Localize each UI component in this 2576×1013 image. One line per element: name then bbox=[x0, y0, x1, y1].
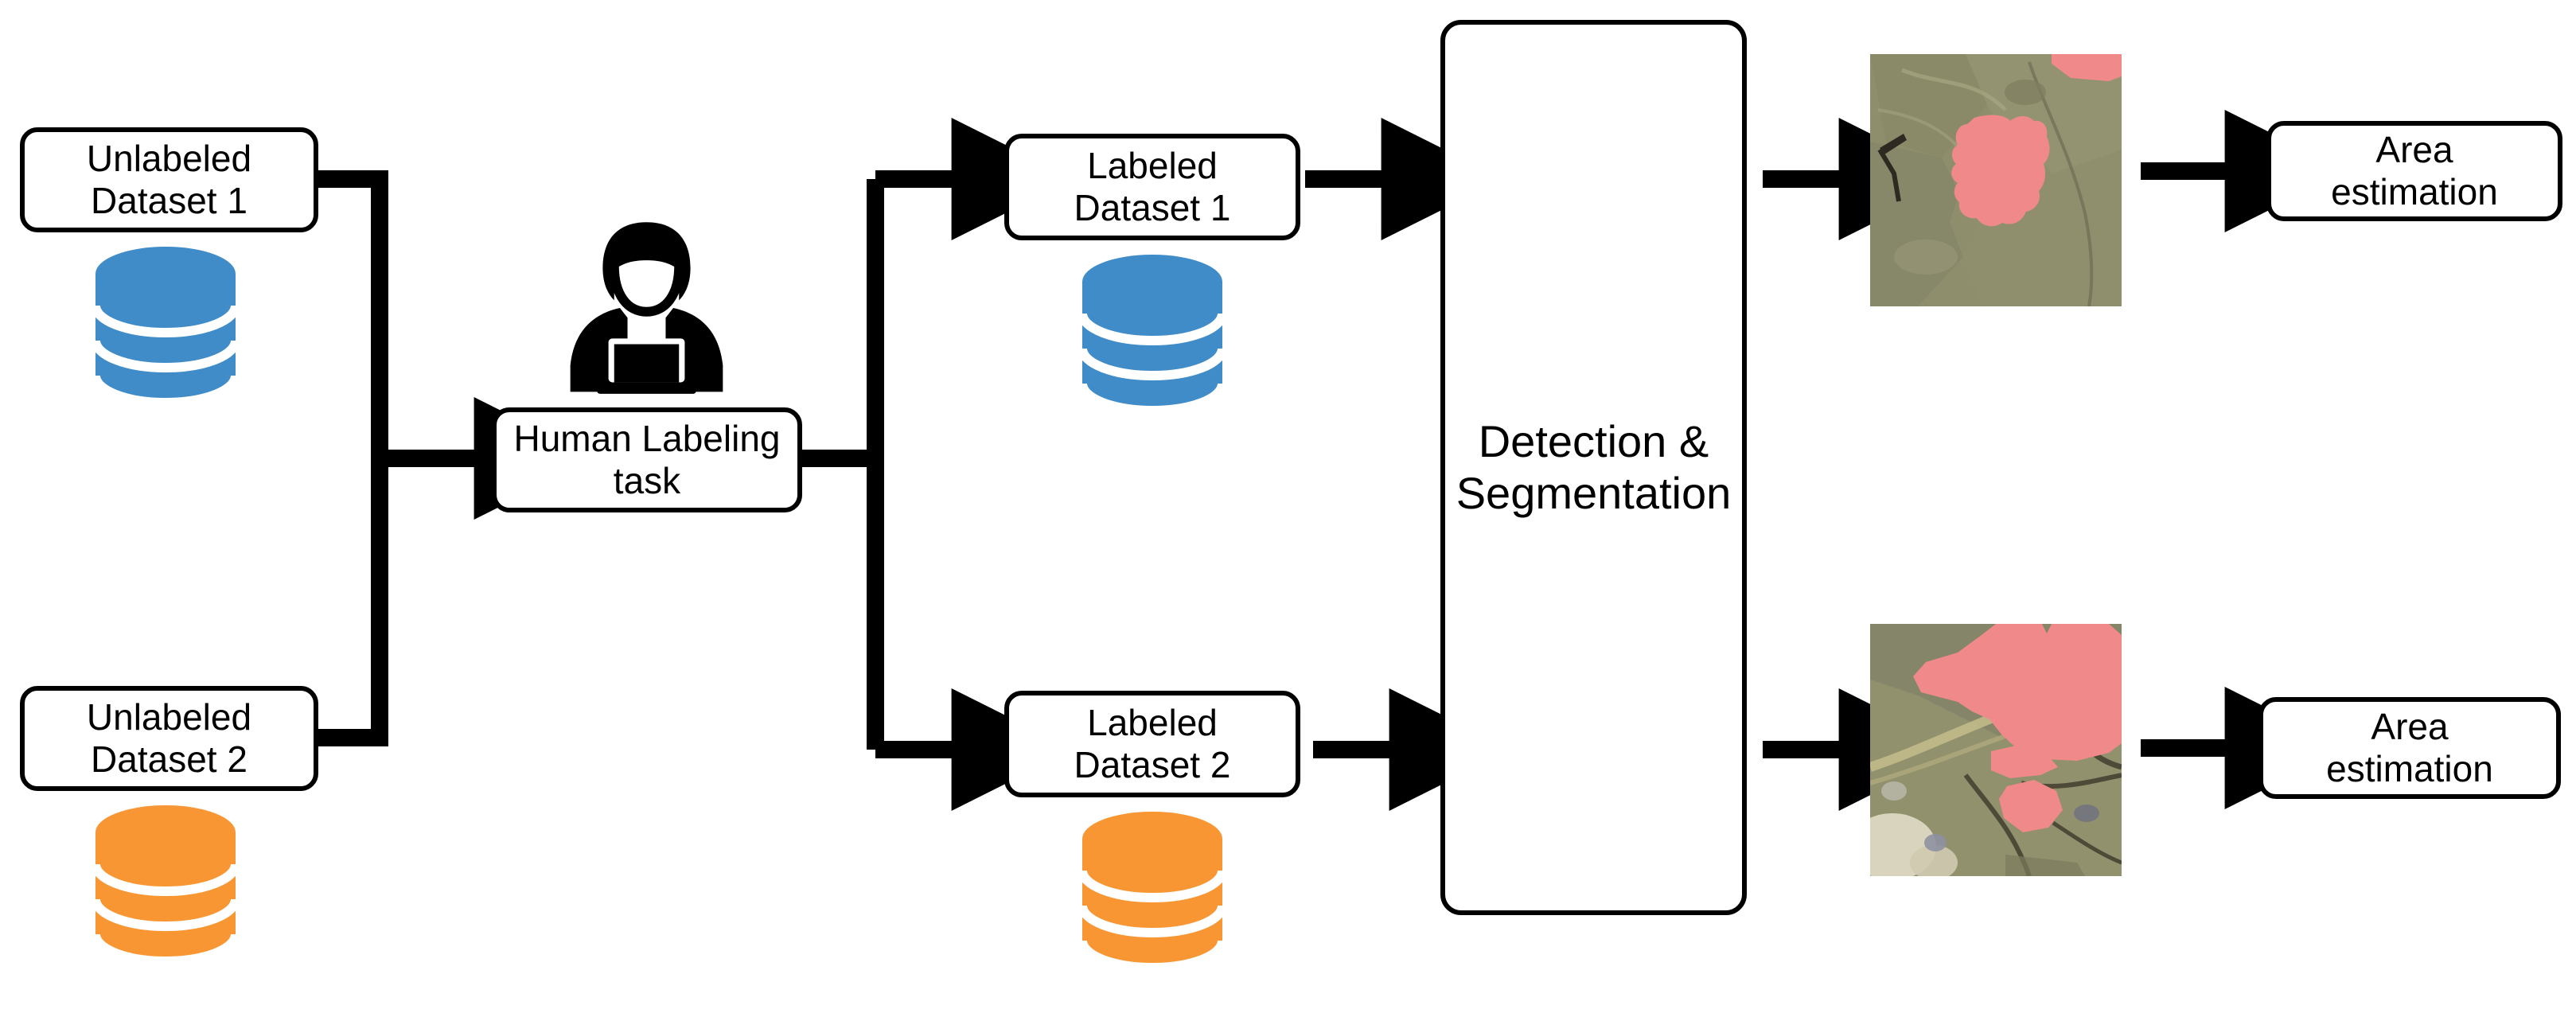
database-cylinder-orange-labeled-2 bbox=[1078, 812, 1227, 972]
node-detection-segmentation[interactable]: Detection & Segmentation bbox=[1440, 20, 1747, 915]
connector-detection-to-results bbox=[1763, 118, 1962, 811]
connector-labeled-to-detection bbox=[1305, 118, 1512, 811]
connector-results-to-area bbox=[2141, 110, 2348, 809]
connector-human-to-labeled bbox=[802, 118, 1074, 811]
node-area-estimation-1[interactable]: Area estimation bbox=[2266, 121, 2562, 221]
satellite-segmentation-result-2 bbox=[1870, 624, 2122, 876]
connector-unlabeled-to-human bbox=[318, 170, 597, 746]
database-cylinder-blue-unlabeled-1 bbox=[91, 247, 240, 407]
satellite-segmentation-result-1 bbox=[1870, 54, 2122, 306]
node-unlabeled-dataset-1[interactable]: Unlabeled Dataset 1 bbox=[20, 127, 318, 232]
node-labeled-dataset-1[interactable]: Labeled Dataset 1 bbox=[1004, 134, 1300, 240]
node-labeled-dataset-2[interactable]: Labeled Dataset 2 bbox=[1004, 691, 1300, 797]
node-human-labeling-task[interactable]: Human Labeling task bbox=[492, 407, 802, 512]
node-unlabeled-dataset-2[interactable]: Unlabeled Dataset 2 bbox=[20, 686, 318, 791]
node-area-estimation-2[interactable]: Area estimation bbox=[2258, 697, 2561, 799]
database-cylinder-blue-labeled-1 bbox=[1078, 255, 1227, 415]
database-cylinder-orange-unlabeled-2 bbox=[91, 805, 240, 966]
person-at-laptop-icon bbox=[570, 222, 723, 394]
